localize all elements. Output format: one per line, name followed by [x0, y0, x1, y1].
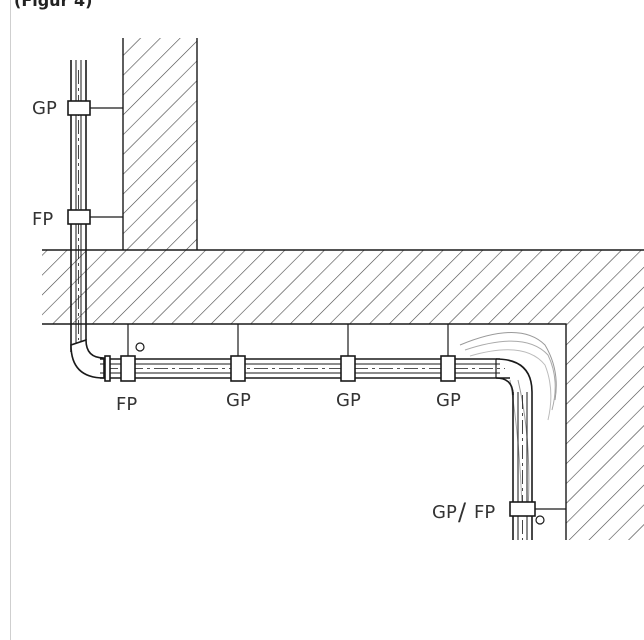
clamp-gp-3 [440, 355, 456, 382]
upper-wall [123, 38, 197, 250]
label-fp-riser: FP [32, 209, 53, 230]
label-fp-vertical: FP [474, 502, 495, 523]
label-gp-riser: GP [32, 98, 57, 119]
label-gp-2: GP [336, 390, 361, 411]
frame-border [10, 0, 11, 640]
clamp-gp-1 [230, 355, 246, 382]
clamp-fp-horizontal [120, 355, 136, 382]
figure-title: (Figur 4) [14, 0, 93, 10]
downpipe-right [509, 392, 545, 540]
clamp-gp-2 [340, 355, 356, 382]
riser-clamps [67, 100, 91, 225]
label-gp-vertical: GP [432, 502, 457, 523]
clamp-fp-riser [67, 209, 91, 225]
clamp-gp-riser [67, 100, 91, 116]
elbow-left [70, 338, 145, 379]
ceiling-slab [42, 249, 644, 540]
label-gp-1: GP [226, 390, 251, 411]
label-gp-3: GP [436, 390, 461, 411]
clamp-gp-fp-vertical [509, 501, 536, 517]
hanger-rods [86, 107, 566, 510]
label-fp-horizontal: FP [116, 394, 137, 415]
drain-marker-left [135, 342, 145, 352]
drain-marker-right [535, 515, 545, 525]
label-slash-vertical: / [458, 498, 467, 526]
elbow-right [459, 332, 557, 511]
horizontal-clamps [104, 355, 456, 382]
